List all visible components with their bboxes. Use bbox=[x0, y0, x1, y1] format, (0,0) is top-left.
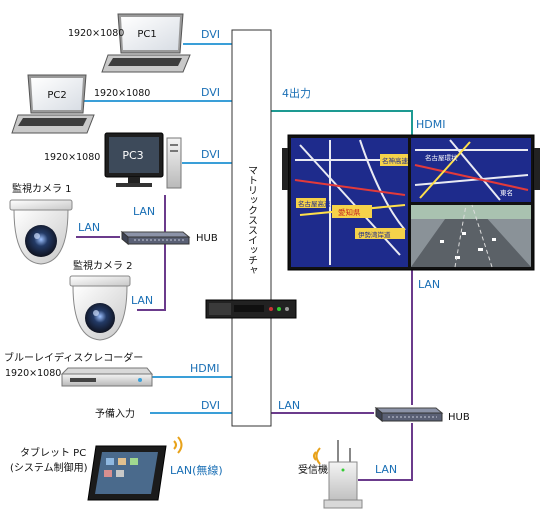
tablet-label-line1: タブレット PC bbox=[20, 446, 86, 459]
camera2-label: 監視カメラ 2 bbox=[73, 259, 133, 272]
pc1-link-label: DVI bbox=[201, 28, 220, 41]
pc1-laptop: PC1 bbox=[101, 13, 191, 73]
camera1 bbox=[9, 199, 73, 265]
bluray-recorder bbox=[60, 367, 154, 387]
hub-bottom-label: HUB bbox=[448, 412, 470, 423]
lan-line-cam2-hub bbox=[137, 244, 166, 311]
matrix-switcher-label: マトリックススイッチャ bbox=[246, 165, 258, 275]
tablet-wireless-label: LAN(無線) bbox=[170, 463, 223, 477]
lan-line-receiver-hub bbox=[358, 423, 413, 481]
spare-input-label: 予備入力 bbox=[95, 407, 135, 420]
map-label-box-1 bbox=[380, 154, 408, 166]
map-label-box-4 bbox=[296, 198, 326, 208]
map-panel: 名古屋高速 名神高速 愛知県 伊勢湾岸道 名古屋環状 東名 bbox=[291, 138, 531, 267]
pc3-link-label: DVI bbox=[201, 148, 220, 161]
tablet-label-line2: (システム制御用) bbox=[10, 461, 88, 474]
hdmi-line-outputs bbox=[271, 110, 413, 136]
outputs-label: 4出力 bbox=[282, 86, 311, 100]
pc3-label: PC3 bbox=[122, 149, 143, 162]
receiver-wireless-icon bbox=[313, 447, 321, 465]
display-lan-label: LAN bbox=[418, 278, 440, 291]
camera2 bbox=[69, 275, 131, 341]
pc1-resolution: 1920×1080 bbox=[68, 28, 124, 39]
camera2-lan-label: LAN bbox=[131, 294, 153, 307]
receiver-label: 受信機 bbox=[298, 463, 328, 476]
bluray-label: ブルーレイディスクレコーダー bbox=[4, 351, 143, 364]
map-label-box-2 bbox=[332, 205, 372, 218]
pc2-label: PC2 bbox=[47, 90, 66, 101]
switch-hub-lan-label: LAN bbox=[278, 399, 300, 412]
map-label-1: 名古屋高速 bbox=[298, 199, 331, 208]
tablet-wireless-icon bbox=[173, 436, 183, 454]
camera1-lan-label: LAN bbox=[78, 221, 100, 234]
connection-lines bbox=[76, 43, 413, 481]
matrix-switcher-unit bbox=[205, 299, 297, 319]
map-label-5: 名古屋環状 bbox=[425, 153, 458, 162]
pc2-resolution: 1920×1080 bbox=[94, 88, 150, 99]
spare-link-label: DVI bbox=[201, 399, 220, 412]
pc3-resolution: 1920×1080 bbox=[44, 152, 100, 163]
video-wall: 名古屋高速 名神高速 愛知県 伊勢湾岸道 名古屋環状 東名 bbox=[282, 134, 540, 271]
map-label-6: 東名 bbox=[500, 188, 513, 197]
display-hdmi-label: HDMI bbox=[416, 118, 445, 131]
hub-top-label: HUB bbox=[196, 233, 218, 244]
map-label-2: 名神高速 bbox=[382, 156, 409, 165]
bluray-link-label: HDMI bbox=[190, 362, 219, 375]
tablet-pc bbox=[87, 445, 167, 501]
hub-top bbox=[120, 230, 191, 246]
pc3-hub-lan-label: LAN bbox=[133, 205, 155, 218]
pc2-laptop: PC2 bbox=[11, 74, 95, 134]
bluray-resolution: 1920×1080 bbox=[5, 368, 61, 379]
map-label-4: 伊勢湾岸道 bbox=[358, 230, 391, 239]
camera-feed-panel bbox=[411, 204, 531, 268]
hub-bottom bbox=[374, 406, 444, 423]
matrix-switcher: マトリックススイッチャ bbox=[205, 29, 297, 427]
pc3-desktop: PC3 bbox=[104, 132, 182, 189]
map-label-3: 愛知県 bbox=[338, 207, 361, 217]
pc1-label: PC1 bbox=[137, 29, 156, 40]
receiver bbox=[323, 440, 363, 509]
camera1-label: 監視カメラ 1 bbox=[12, 182, 72, 195]
map-label-box-3 bbox=[355, 228, 405, 239]
receiver-lan-label: LAN bbox=[375, 463, 397, 476]
pc2-link-label: DVI bbox=[201, 86, 220, 99]
